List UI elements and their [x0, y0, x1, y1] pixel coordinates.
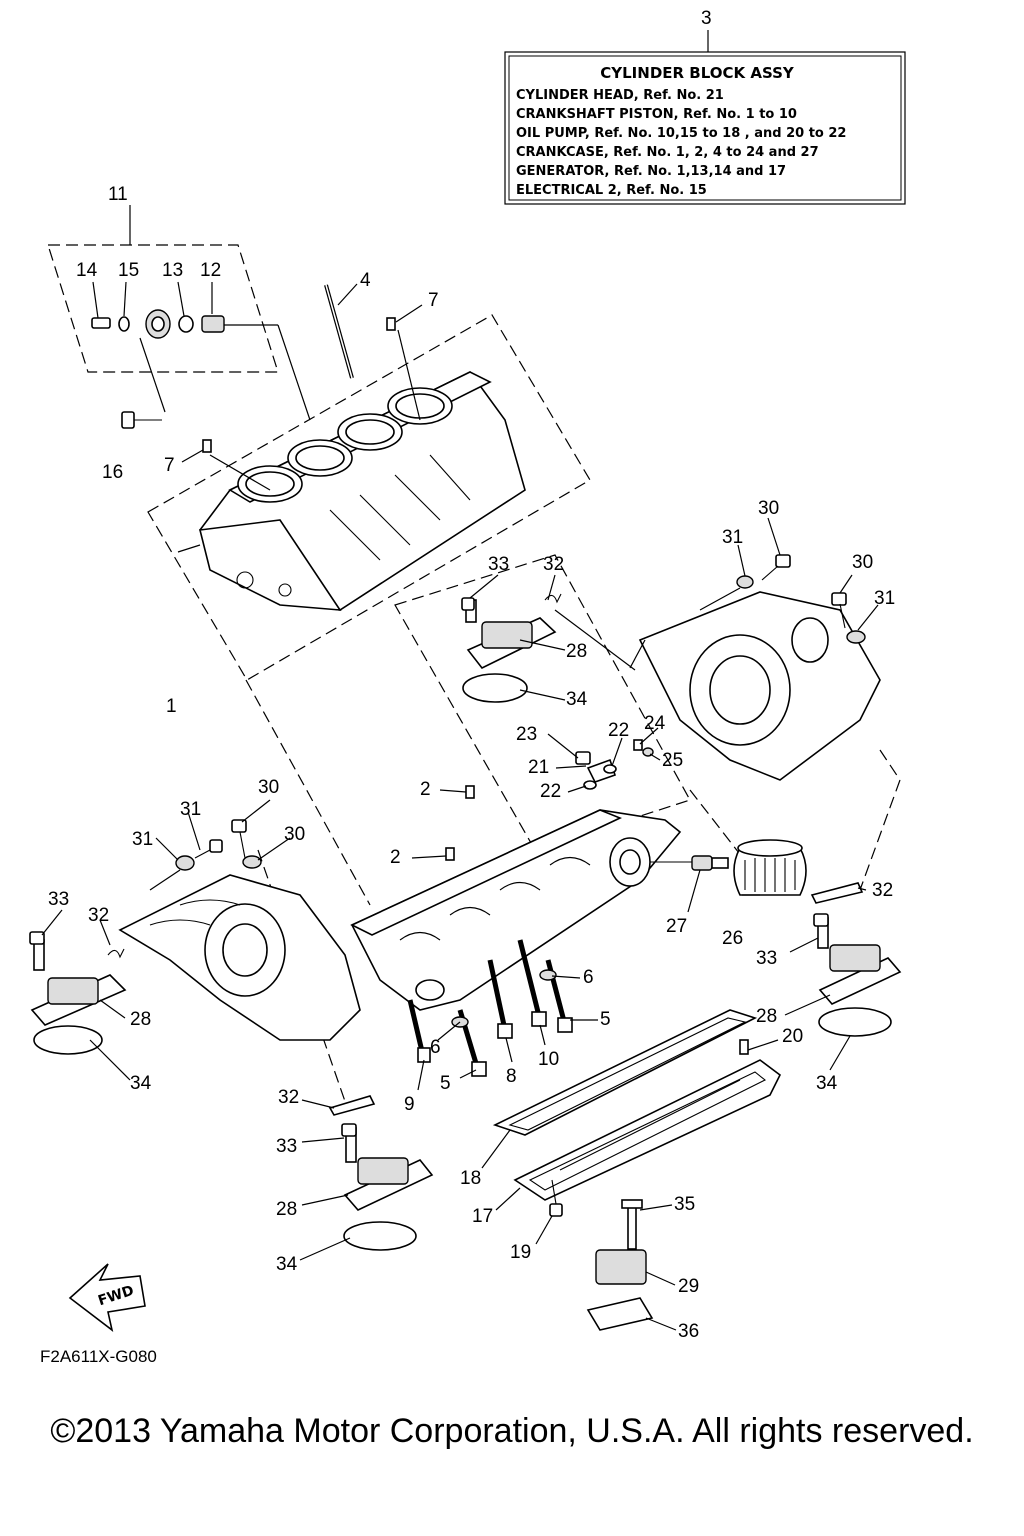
oil-pan-gasket — [492, 1009, 758, 1136]
callout-24: 24 — [644, 713, 666, 734]
mount-29 — [586, 1199, 654, 1331]
callout-25: 25 — [662, 750, 683, 771]
callout-2: 2 — [420, 779, 431, 800]
oil-pan — [513, 1059, 782, 1201]
callout-6: 6 — [430, 1037, 441, 1058]
oil-filter-union — [687, 855, 729, 913]
left-cover — [118, 869, 361, 1041]
engine-mount-right — [817, 917, 902, 1037]
crankcase-bolts — [407, 939, 573, 1077]
callout-5: 5 — [600, 1009, 611, 1030]
callout-20: 20 — [782, 1026, 803, 1047]
cylinder-block — [177, 370, 526, 611]
callout-30: 30 — [258, 777, 279, 798]
callout-34: 34 — [276, 1254, 298, 1275]
callout-3: 3 — [701, 8, 712, 29]
dowel-pin-7 — [202, 439, 212, 453]
callout-8: 8 — [506, 1066, 517, 1087]
callout-13: 13 — [162, 260, 183, 281]
callout-16: 16 — [102, 462, 123, 483]
engine-mount-left — [30, 939, 127, 1055]
callout-27: 27 — [666, 916, 687, 937]
callout-26: 26 — [722, 928, 743, 949]
callout-12: 12 — [200, 260, 221, 281]
assy-box-title: CYLINDER BLOCK ASSY — [600, 64, 795, 82]
callout-31: 31 — [874, 588, 895, 609]
callout-7: 7 — [428, 290, 439, 311]
callout-30: 30 — [284, 824, 305, 845]
callout-18: 18 — [460, 1168, 481, 1189]
part-drawings: FWD — [29, 205, 902, 1332]
callout-30: 30 — [852, 552, 873, 573]
callout-7: 7 — [164, 455, 175, 476]
callout-33: 33 — [756, 948, 777, 969]
engine-mount-left-upper — [462, 593, 562, 703]
callout-17: 17 — [472, 1206, 493, 1227]
shim-plates-32 — [328, 882, 864, 1116]
callout-1: 1 — [166, 696, 177, 717]
cylinder-block-assy-box: 3 CYLINDER BLOCK ASSY CYLINDER HEAD, Ref… — [504, 8, 906, 205]
assy-box-line: GENERATOR, Ref. No. 1,13,14 and 17 — [516, 164, 786, 179]
callout-22: 22 — [608, 720, 629, 741]
callout-28: 28 — [130, 1009, 151, 1030]
callout-33: 33 — [276, 1136, 297, 1157]
copyright-notice: ©2013 Yamaha Motor Corporation, U.S.A. A… — [50, 1412, 974, 1450]
generator-cover-parts — [91, 309, 311, 421]
callout-34: 34 — [566, 689, 588, 710]
assy-box-line: ELECTRICAL 2, Ref. No. 15 — [516, 183, 707, 198]
callout-32: 32 — [88, 905, 109, 926]
callout-5: 5 — [440, 1073, 451, 1094]
oil-filter — [733, 839, 807, 896]
callout-22: 22 — [540, 781, 561, 802]
small-bolts-and-washers — [29, 554, 866, 1217]
callout-31: 31 — [132, 829, 153, 850]
callout-35: 35 — [674, 1194, 695, 1215]
callout-10: 10 — [538, 1049, 559, 1070]
callout-28: 28 — [756, 1006, 777, 1027]
fwd-arrow: FWD — [68, 1263, 146, 1332]
callout-31: 31 — [722, 527, 743, 548]
callout-36: 36 — [678, 1321, 699, 1342]
callout-2: 2 — [390, 847, 401, 868]
upper-crankcase — [350, 809, 700, 1011]
callout-6: 6 — [583, 967, 594, 988]
callout-29: 29 — [678, 1276, 699, 1297]
callout-15: 15 — [118, 260, 139, 281]
leader-lines — [41, 205, 879, 1331]
engine-mount-bottom — [343, 1127, 434, 1251]
callout-34: 34 — [816, 1073, 838, 1094]
callout-21: 21 — [528, 757, 549, 778]
callout-23: 23 — [516, 724, 537, 745]
callout-11: 11 — [108, 184, 128, 205]
callout-28: 28 — [566, 641, 587, 662]
callout-33: 33 — [48, 889, 69, 910]
callout-19: 19 — [510, 1242, 531, 1263]
assy-box-line: CRANKCASE, Ref. No. 1, 2, 4 to 24 and 27 — [516, 145, 819, 160]
callout-31: 31 — [180, 799, 201, 820]
callout-34: 34 — [130, 1073, 152, 1094]
callout-30: 30 — [758, 498, 779, 519]
figure-code: F2A611X-G080 — [40, 1347, 157, 1366]
right-housing — [554, 587, 881, 781]
callout-32: 32 — [872, 880, 893, 901]
callout-4: 4 — [360, 270, 371, 291]
callout-9: 9 — [404, 1094, 415, 1115]
assy-box-line: CRANKSHAFT PISTON, Ref. No. 1 to 10 — [516, 107, 797, 122]
assy-box-line: OIL PUMP, Ref. No. 10,15 to 18 , and 20 … — [516, 126, 846, 141]
callout-28: 28 — [276, 1199, 297, 1220]
assy-box-line: CYLINDER HEAD, Ref. No. 21 — [516, 88, 724, 103]
stud-bolt-4 — [324, 283, 358, 379]
bolt-16 — [121, 337, 166, 429]
dowel-pin-7 — [386, 317, 396, 331]
callout-32: 32 — [278, 1087, 299, 1108]
callout-14: 14 — [76, 260, 98, 281]
callout-33: 33 — [488, 554, 509, 575]
callout-32: 32 — [543, 554, 564, 575]
